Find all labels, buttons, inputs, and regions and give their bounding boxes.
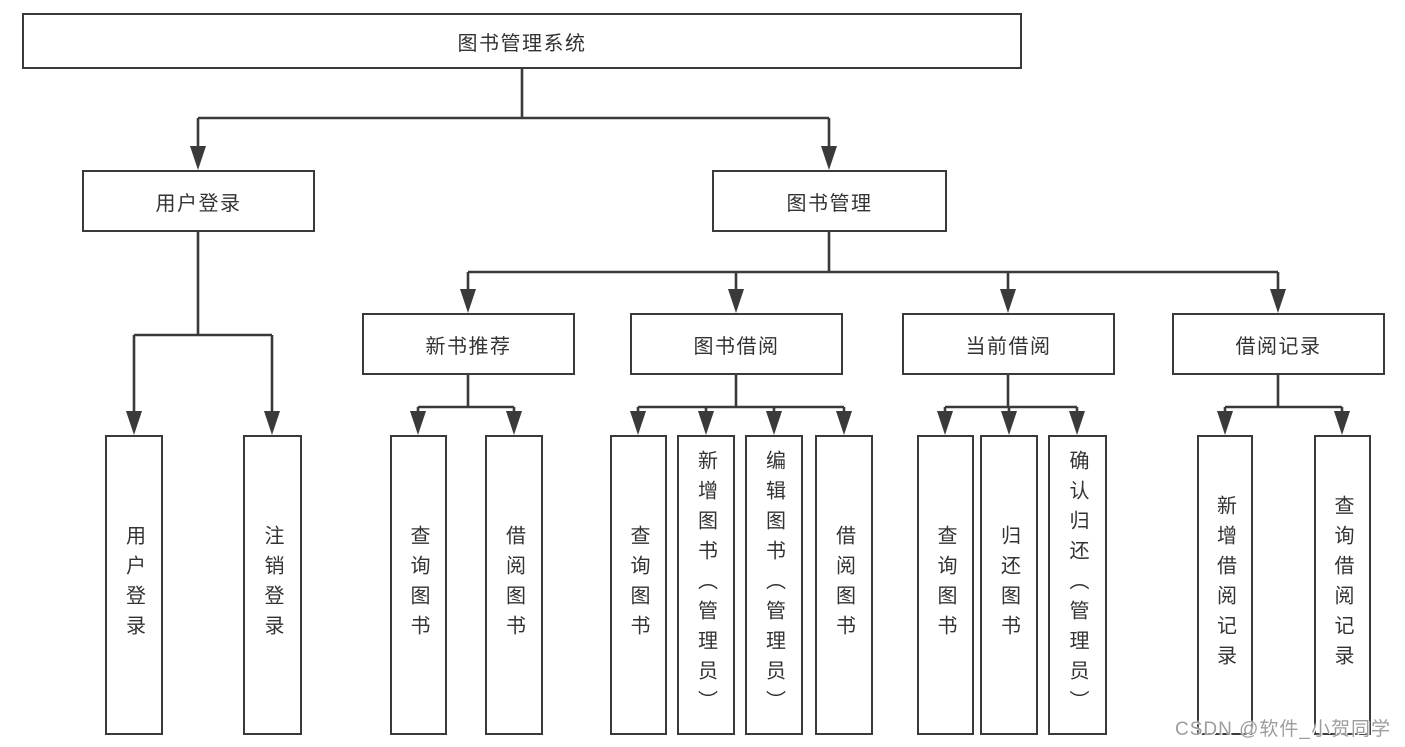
node-leaf-borrow-query-label: 查询图书 (627, 525, 649, 645)
node-leaf-borrow-add-label: 新增图书（管理员） (694, 450, 717, 720)
edge-currentborrow-to-leaves (937, 375, 1085, 435)
arrowhead (1270, 289, 1286, 313)
edge-userlogin-to-leaves (126, 232, 280, 435)
node-leaf-newbooks-borrow: 借阅图书 (485, 435, 543, 735)
node-leaf-current-confirm: 确认归还（管理员） (1048, 435, 1107, 735)
arrowhead (1069, 411, 1085, 435)
node-leaf-logout-label: 注销登录 (261, 525, 283, 645)
node-leaf-current-query-label: 查询图书 (934, 525, 956, 645)
node-new-books-label: 新书推荐 (425, 335, 512, 358)
arrowhead (506, 411, 522, 435)
edge-bookmgmt-to-level3 (460, 232, 1286, 313)
arrowhead (728, 289, 744, 313)
arrowhead (937, 411, 953, 435)
node-leaf-borrow-edit: 编辑图书（管理员） (745, 435, 803, 735)
node-book-mgmt: 图书管理 (712, 170, 947, 232)
node-leaf-current-return-label: 归还图书 (997, 525, 1020, 645)
edge-newbooks-to-leaves (410, 375, 522, 435)
arrowhead (1217, 411, 1233, 435)
arrowhead (1000, 289, 1016, 313)
node-leaf-borrow-edit-label: 编辑图书（管理员） (762, 450, 785, 720)
arrowhead (766, 411, 782, 435)
node-book-mgmt-label: 图书管理 (786, 192, 873, 215)
node-book-borrow-label: 图书借阅 (693, 335, 780, 358)
node-new-books: 新书推荐 (362, 313, 575, 375)
arrowhead (264, 411, 280, 435)
node-leaf-user-login-label: 用户登录 (122, 525, 145, 645)
arrowhead (126, 411, 142, 435)
node-leaf-records-query-label: 查询借阅记录 (1331, 495, 1353, 675)
arrowhead (1001, 411, 1017, 435)
node-borrow-records-label: 借阅记录 (1235, 335, 1322, 358)
edge-bookborrow-to-leaves (630, 375, 852, 435)
node-leaf-newbooks-query: 查询图书 (390, 435, 447, 735)
node-leaf-newbooks-query-label: 查询图书 (407, 525, 429, 645)
arrowhead (190, 146, 206, 170)
node-borrow-records: 借阅记录 (1172, 313, 1385, 375)
node-leaf-records-add-label: 新增借阅记录 (1213, 495, 1236, 675)
node-leaf-borrow-query: 查询图书 (610, 435, 667, 735)
node-leaf-records-query: 查询借阅记录 (1314, 435, 1371, 735)
node-leaf-current-confirm-label: 确认归还（管理员） (1066, 450, 1088, 720)
node-root-label: 图书管理系统 (457, 32, 587, 55)
node-user-login: 用户登录 (82, 170, 315, 232)
node-root: 图书管理系统 (22, 13, 1022, 69)
node-leaf-borrow-borrow-label: 借阅图书 (832, 525, 855, 645)
node-leaf-current-return: 归还图书 (980, 435, 1038, 735)
node-user-login-label: 用户登录 (155, 192, 242, 215)
arrowhead (630, 411, 646, 435)
node-current-borrow: 当前借阅 (902, 313, 1115, 375)
arrowhead (1334, 411, 1350, 435)
arrowhead (698, 411, 714, 435)
arrowhead (460, 289, 476, 313)
node-leaf-logout: 注销登录 (243, 435, 302, 735)
arrowhead (836, 411, 852, 435)
node-current-borrow-label: 当前借阅 (965, 335, 1052, 358)
node-leaf-records-add: 新增借阅记录 (1197, 435, 1253, 735)
node-leaf-borrow-add: 新增图书（管理员） (677, 435, 735, 735)
arrowhead (410, 411, 426, 435)
edge-root-to-level2 (190, 69, 837, 170)
arrowhead (821, 146, 837, 170)
node-leaf-borrow-borrow: 借阅图书 (815, 435, 873, 735)
edge-records-to-leaves (1217, 375, 1350, 435)
node-leaf-newbooks-borrow-label: 借阅图书 (502, 525, 525, 645)
node-book-borrow: 图书借阅 (630, 313, 843, 375)
node-leaf-current-query: 查询图书 (917, 435, 974, 735)
node-leaf-user-login: 用户登录 (105, 435, 163, 735)
